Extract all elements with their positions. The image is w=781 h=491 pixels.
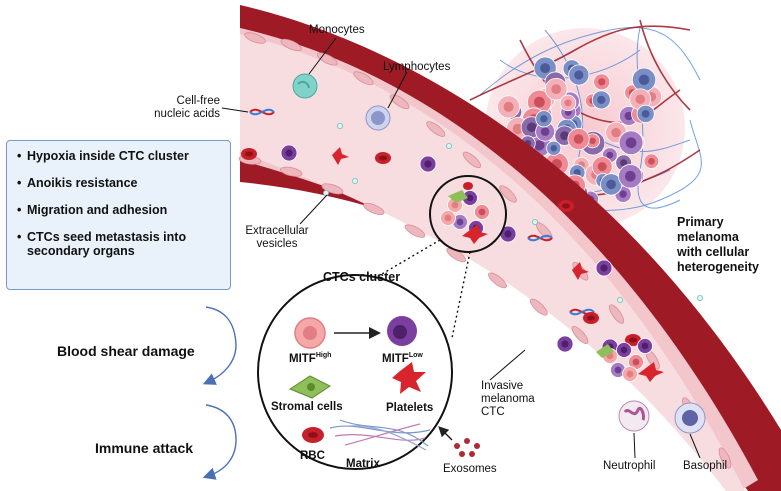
blood-shear-arrow: [202, 306, 237, 385]
monocyte-icon: [292, 73, 318, 99]
rbc-label: RBC: [300, 450, 325, 462]
cell-free-dna-icon: [249, 108, 275, 116]
exosomes-label: Exosomes: [443, 463, 497, 475]
mitf-high-label: MITFHigh: [289, 352, 332, 365]
ctcs-cluster-title: CTCs cluster: [323, 270, 401, 284]
mitf-low-cell-icon: [387, 316, 417, 346]
lymphocyte-icon: [365, 105, 391, 131]
invasive-melanoma-ctc-cluster: [596, 338, 664, 382]
info-item-migration: Migration and adhesion: [17, 203, 222, 217]
ctc-properties-box: Hypoxia inside CTC cluster Anoikis resis…: [6, 140, 231, 290]
platelets-label: Platelets: [386, 402, 434, 414]
lymphocytes-label: Lymphocytes: [383, 61, 451, 73]
matrix-fibers-icon: [329, 419, 431, 451]
basophil-icon: [674, 402, 706, 434]
mitf-low-label: MITFLow: [382, 352, 423, 365]
info-item-anoikis: Anoikis resistance: [17, 176, 222, 190]
matrix-label: Matrix: [346, 458, 380, 470]
mitf-high-cell-icon: [294, 317, 326, 349]
exosome-icon: [454, 438, 480, 457]
leader-lines: [221, 37, 701, 459]
info-item-hypoxia: Hypoxia inside CTC cluster: [17, 149, 222, 163]
stromal-cell-icon: [288, 375, 331, 399]
red-blood-cell-icon: [302, 427, 324, 443]
neutrophil-icon: [618, 400, 650, 432]
endothelial-cells: [238, 32, 732, 469]
info-item-metastasis: CTCs seed metastasis into secondary orga…: [17, 230, 222, 258]
blood-shear-label: Blood shear damage: [57, 343, 195, 359]
immune-attack-label: Immune attack: [95, 440, 194, 456]
platelet-icon: [392, 362, 426, 394]
ctc-cluster-icon: [429, 175, 507, 253]
monocytes-label: Monocytes: [309, 24, 365, 36]
neutrophil-label: Neutrophil: [603, 460, 656, 472]
stromal-cells-label: Stromal cells: [271, 401, 343, 413]
ctc-cluster-zoom: [257, 274, 453, 470]
immune-attack-arrow: [202, 404, 237, 480]
basophil-label: Basophil: [683, 460, 728, 472]
